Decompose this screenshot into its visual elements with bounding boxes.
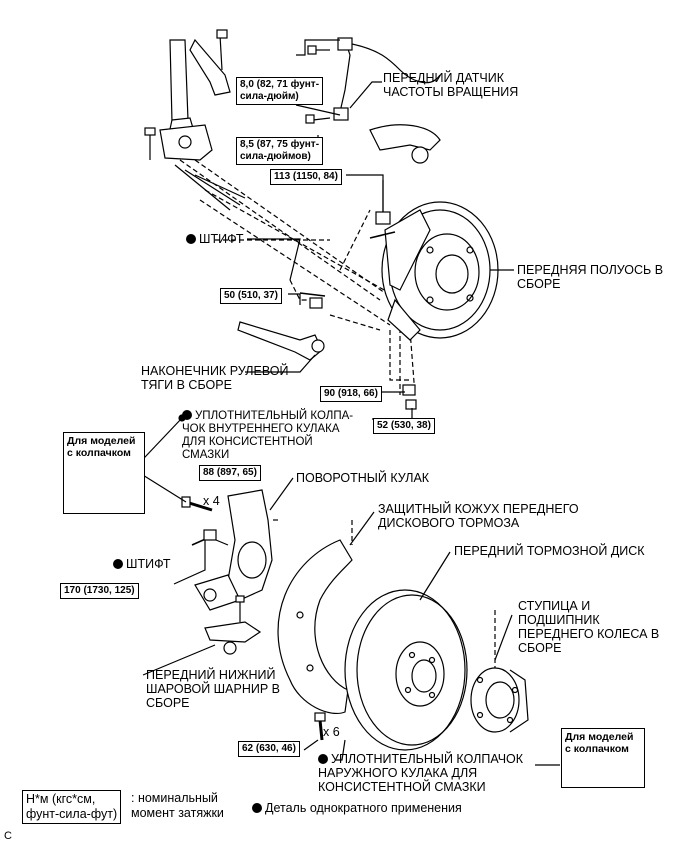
- torque-box-t1: 8,0 (82, 71 фунт- сила-дюйм): [236, 77, 324, 105]
- label-hub-bearing: СТУПИЦА И ПОДШИПНИК ПЕРЕДНЕГО КОЛЕСА В С…: [518, 599, 660, 655]
- label-pin-bottom: ШТИФТ: [113, 557, 171, 571]
- upper-arm-drawing: [369, 124, 441, 151]
- legend-unit-box: Н*м (кгс*см, фунт-сила-фут): [22, 790, 122, 824]
- torque-box-t8: 170 (1730, 125): [60, 583, 139, 599]
- inner-grease-cap-text: УПЛОТНИТЕЛЬНЫЙ КОЛПА- ЧОК ВНУТРЕННЕГО КУ…: [182, 410, 354, 461]
- label-steering-knuckle: ПОВОРОТНЫЙ КУЛАК: [296, 471, 430, 485]
- torque-box-t9: 62 (630, 46): [238, 741, 300, 757]
- legend-one-time-use: Деталь однократного применения: [252, 801, 462, 815]
- torque-box-t3: 113 (1150, 84): [270, 169, 342, 185]
- hub-bearing-drawing: [470, 667, 529, 733]
- strut-assembly-drawing: [144, 29, 246, 211]
- steering-knuckle-drawing: [194, 489, 273, 611]
- inset-box-right: Для моделей с колпачком: [561, 728, 645, 788]
- legend-one-time-text: Деталь однократного применения: [265, 801, 462, 815]
- brake-disc-drawing: [344, 589, 468, 751]
- one-time-use-dot: [182, 410, 192, 420]
- inset-box-left: Для моделей с колпачком: [63, 432, 145, 514]
- label-inner-grease-cap: УПЛОТНИТЕЛЬНЫЙ КОЛПА- ЧОК ВНУТРЕННЕГО КУ…: [182, 410, 353, 462]
- inset-right-title: Для моделей с колпачком: [565, 731, 634, 755]
- outer-grease-cap-text: УПЛОТНИТЕЛЬНЫЙ КОЛПАЧОК НАРУЖНОГО КУЛАКА…: [318, 752, 524, 794]
- torque-box-t5: 90 (918, 66): [320, 386, 382, 402]
- one-time-use-dot: [113, 559, 123, 569]
- torque-box-t6: 52 (530, 38): [373, 418, 435, 434]
- inset-left-title: Для моделей с колпачком: [67, 435, 136, 459]
- pin-bottom-text: ШТИФТ: [126, 557, 171, 571]
- corner-mark: C: [4, 830, 12, 842]
- label-outer-grease-cap: УПЛОТНИТЕЛЬНЫЙ КОЛПАЧОК НАРУЖНОГО КУЛАКА…: [318, 752, 523, 794]
- label-front-speed-sensor: ПЕРЕДНИЙ ДАТЧИК ЧАСТОТЫ ВРАЩЕНИЯ: [383, 71, 519, 99]
- tie-rod-end-drawing: [237, 321, 325, 361]
- torque-box-t7: 88 (897, 65): [199, 465, 261, 481]
- label-lower-ball-joint: ПЕРЕДНИЙ НИЖНИЙ ШАРОВОЙ ШАРНИР В СБОРЕ: [146, 668, 280, 710]
- bolt-count-x4: x 4: [203, 494, 220, 508]
- legend-unit-text: : номинальный момент затяжки: [131, 791, 224, 820]
- label-leader-lines: [137, 39, 560, 766]
- torque-box-t4: 50 (510, 37): [220, 288, 282, 304]
- torque-box-t2: 8,5 (87, 75 фунт- сила-дюймов): [236, 137, 324, 165]
- label-front-disc: ПЕРЕДНИЙ ТОРМОЗНОЙ ДИСК: [454, 544, 645, 558]
- one-time-use-dot: [186, 234, 196, 244]
- label-pin-top: ШТИФТ: [186, 232, 244, 246]
- pin-top-text: ШТИФТ: [199, 232, 244, 246]
- lower-ball-joint-drawing: [204, 595, 262, 655]
- one-time-use-dot: [252, 803, 262, 813]
- bolt-count-x6: x 6: [323, 725, 340, 739]
- one-time-use-dot: [318, 754, 328, 764]
- dust-cover-drawing: [277, 539, 353, 714]
- label-front-axle-assembly: ПЕРЕДНЯЯ ПОЛУОСЬ В СБОРЕ: [517, 263, 664, 291]
- front-axle-assembly-drawing: [381, 201, 499, 341]
- speed-sensor-drawing: [305, 37, 441, 124]
- label-disc-brake-dust-cover: ЗАЩИТНЫЙ КОЖУХ ПЕРЕДНЕГО ДИСКОВОГО ТОРМО…: [378, 502, 579, 530]
- label-tie-rod-end: НАКОНЕЧНИК РУЛЕВОЙ ТЯГИ В СБОРЕ: [141, 364, 289, 392]
